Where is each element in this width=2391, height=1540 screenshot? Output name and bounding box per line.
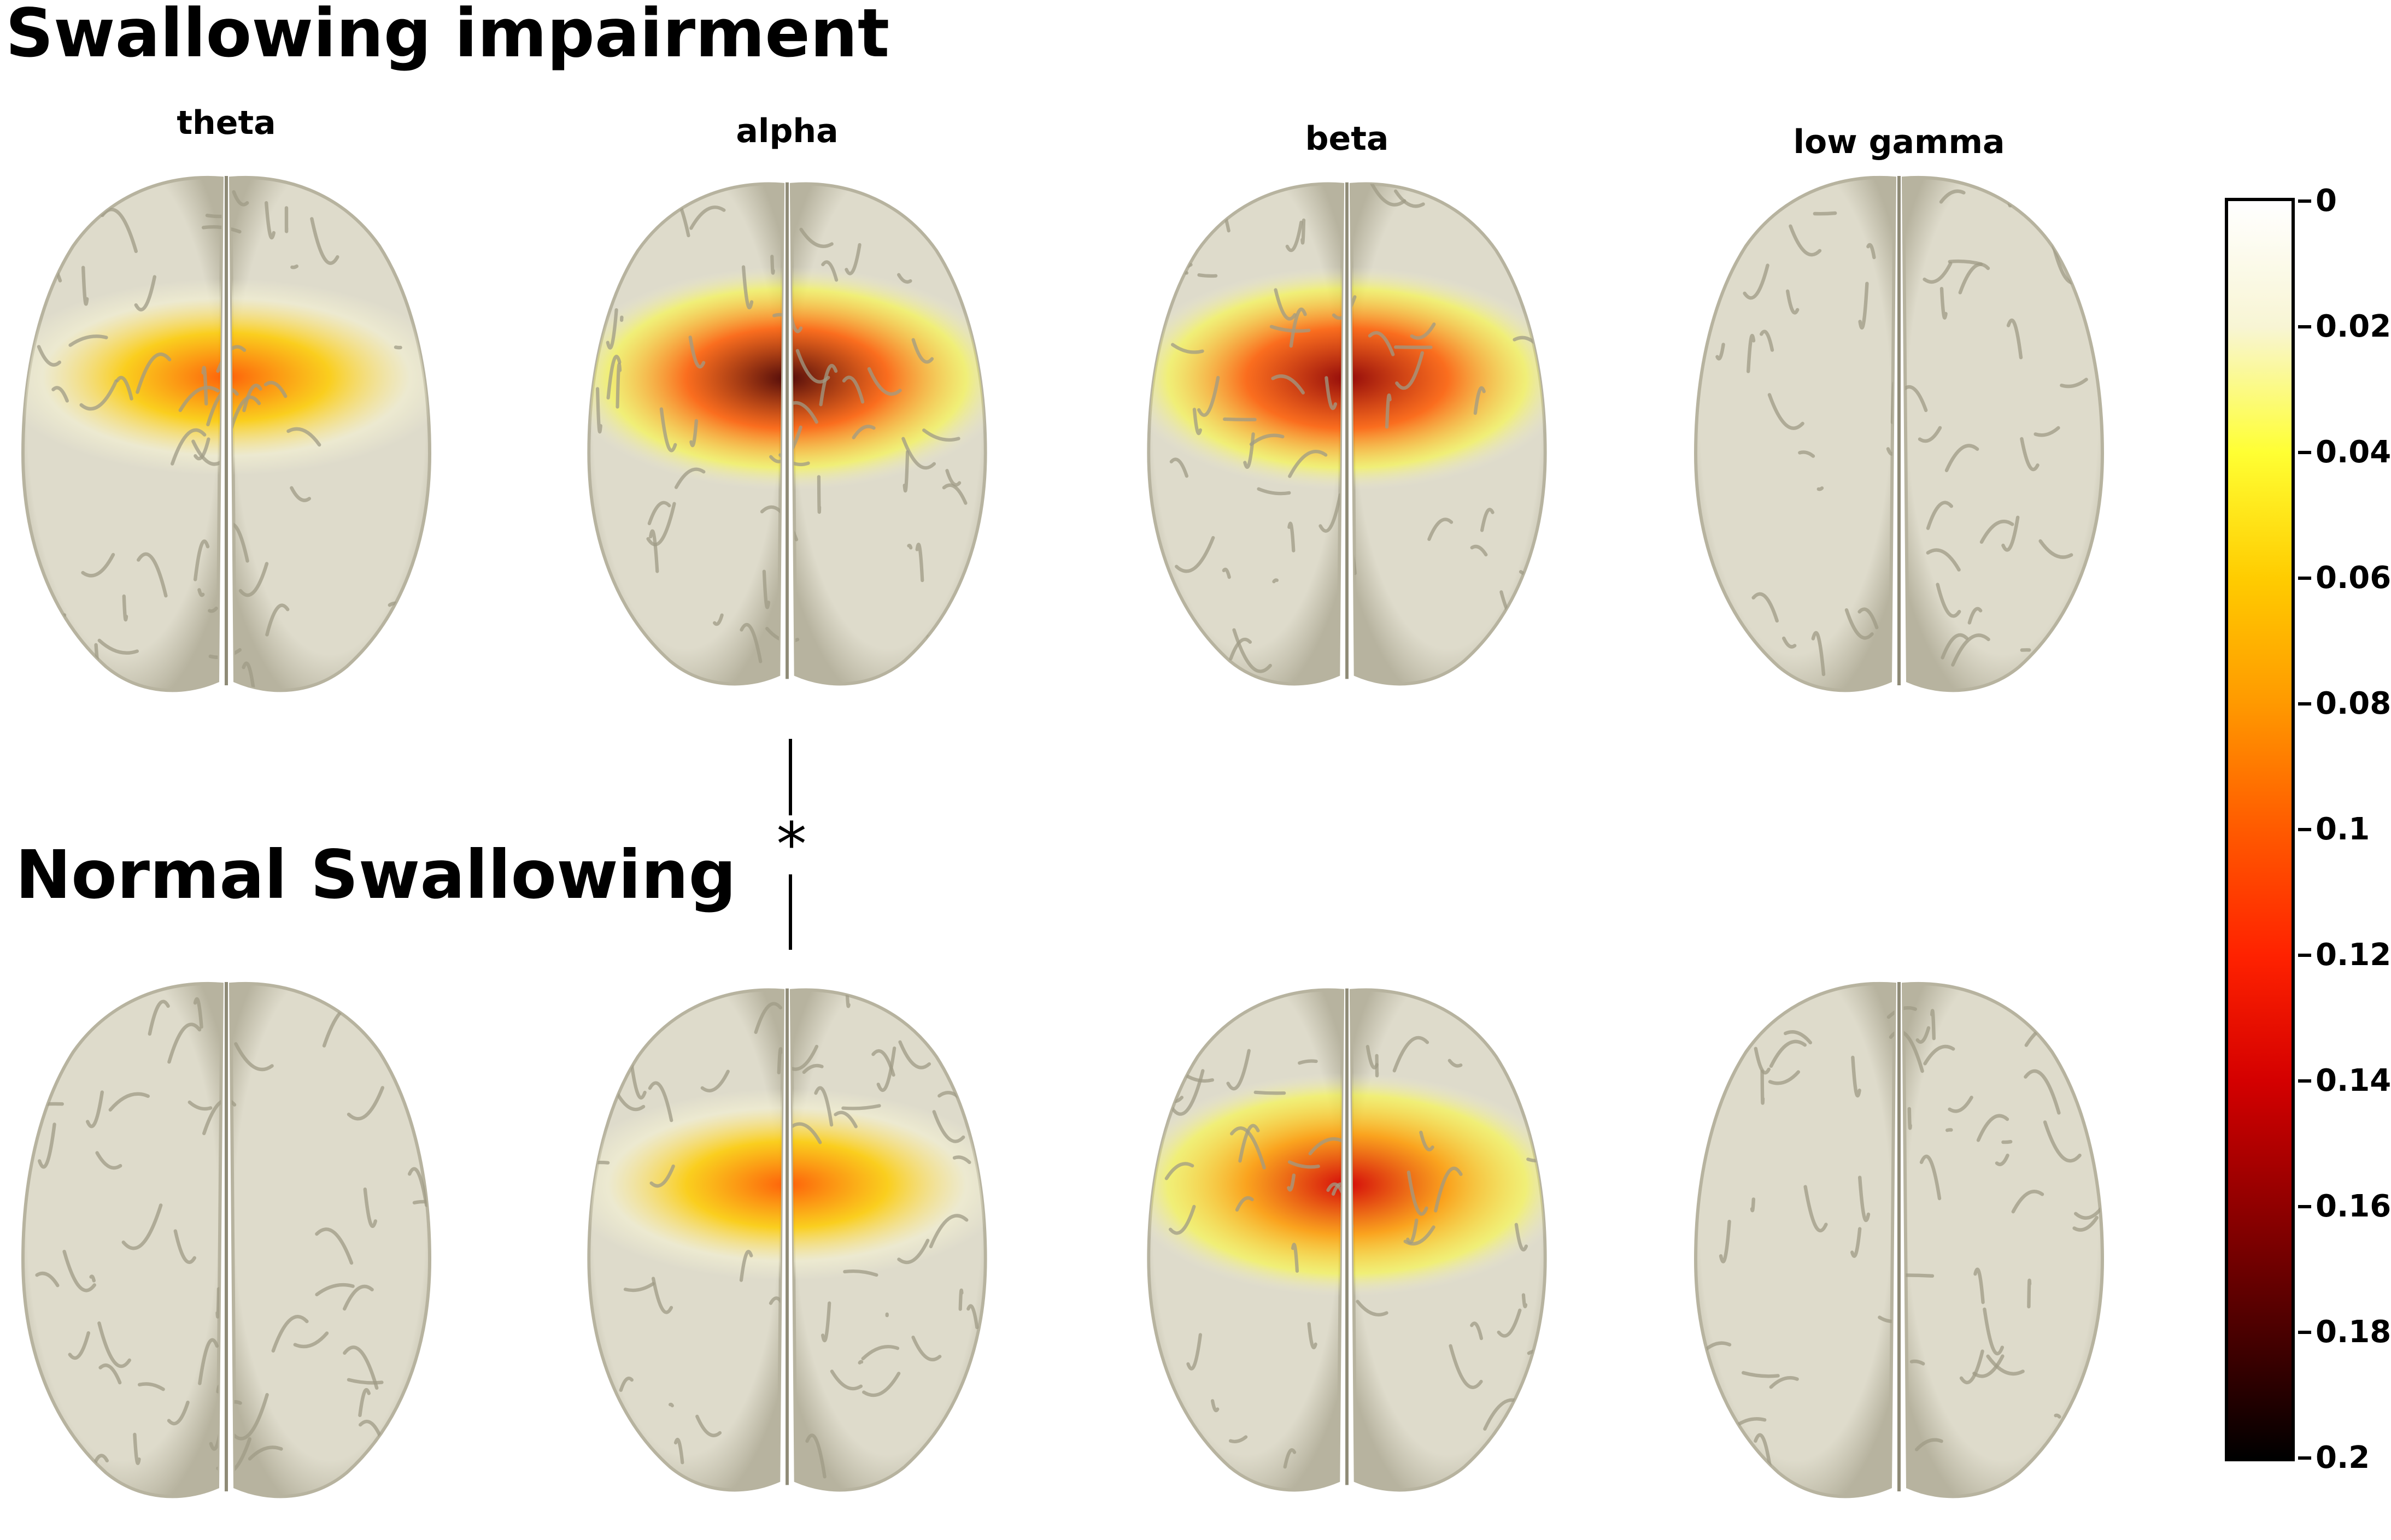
colorbar-tick <box>2298 199 2311 203</box>
band-label-theta: theta <box>177 104 276 142</box>
hemisphere-left <box>1693 175 1897 692</box>
brain-group_bottom-beta <box>1147 988 1547 1492</box>
hemisphere-right <box>228 981 432 1498</box>
colorbar-tick-label: 0.16 <box>2316 1189 2391 1224</box>
colorbar-tick <box>2298 1331 2311 1334</box>
colorbar-tick <box>2298 828 2311 831</box>
significance-asterisk: * <box>776 809 807 879</box>
colorbar-tick <box>2298 577 2311 580</box>
brain-group_top-low-gamma <box>1693 175 2105 692</box>
brain-group_top-theta <box>21 175 432 692</box>
brain-group_top-beta <box>1147 182 1547 686</box>
colorbar-tick <box>2298 702 2311 706</box>
colorbar-tick-label: 0.04 <box>2316 434 2391 470</box>
colorbar-tick-label: 0.02 <box>2316 309 2391 344</box>
hemisphere-left <box>21 981 224 1498</box>
significance-line-upper <box>789 739 792 815</box>
colorbar-tick <box>2298 1079 2311 1083</box>
colorbar-tick-label: 0.06 <box>2316 560 2391 596</box>
band-label-low-gamma: low gamma <box>1793 123 2005 161</box>
title-normal-swallowing: Normal Swallowing <box>15 836 736 914</box>
title-swallowing-impairment: Swallowing impairment <box>5 0 890 72</box>
colorbar-tick-label: 0.08 <box>2316 686 2391 721</box>
band-label-alpha: alpha <box>736 112 839 150</box>
colorbar-tick-label: 0.2 <box>2316 1440 2370 1476</box>
colorbar-tick-label: 0.14 <box>2316 1063 2391 1098</box>
colorbar-tick-label: 0 <box>2316 183 2337 219</box>
colorbar-tick <box>2298 1456 2311 1460</box>
hemisphere-right <box>1901 175 2105 692</box>
colorbar-tick-label: 0.12 <box>2316 937 2391 973</box>
colorbar-tick <box>2298 451 2311 454</box>
brain-group_bottom-theta <box>21 981 432 1498</box>
colorbar-tick <box>2298 325 2311 328</box>
hemisphere-right <box>1901 981 2105 1498</box>
colorbar-tick-label: 0.1 <box>2316 812 2370 847</box>
brain-group_bottom-alpha <box>587 988 987 1492</box>
colorbar-tick-label: 0.18 <box>2316 1314 2391 1350</box>
hemisphere-left <box>1693 981 1897 1498</box>
colorbar-tick <box>2298 954 2311 957</box>
colorbar <box>2225 198 2295 1461</box>
band-label-beta: beta <box>1305 120 1389 158</box>
colorbar-tick <box>2298 1205 2311 1208</box>
significance-line-lower <box>789 874 792 950</box>
brain-group_top-alpha <box>587 182 987 686</box>
brain-group_bottom-low-gamma <box>1693 981 2105 1498</box>
